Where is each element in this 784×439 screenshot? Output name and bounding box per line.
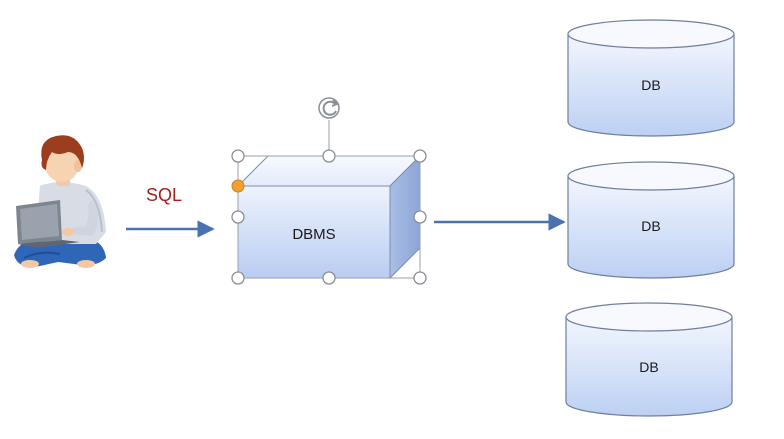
resize-handle-right[interactable]	[413, 210, 427, 224]
database-label: DB	[639, 359, 658, 375]
dbms-label: DBMS	[292, 226, 335, 243]
resize-handle-bottom-left[interactable]	[231, 271, 245, 285]
resize-handle-top-left[interactable]	[231, 149, 245, 163]
person-with-laptop-icon	[14, 135, 106, 268]
database-cylinder-1[interactable]: DB	[567, 19, 735, 137]
resize-handle-top-right[interactable]	[413, 149, 427, 163]
database-label: DB	[641, 218, 660, 234]
database-label: DB	[641, 77, 660, 93]
sql-label: SQL	[146, 185, 182, 205]
adjust-handle[interactable]	[231, 179, 245, 193]
resize-handle-left[interactable]	[231, 210, 245, 224]
dbms-box[interactable]: DBMS	[236, 154, 422, 280]
rotate-handle-icon[interactable]	[318, 97, 340, 119]
resize-handle-top[interactable]	[322, 149, 336, 163]
database-cylinder-2[interactable]: DB	[567, 161, 735, 279]
resize-handle-bottom[interactable]	[322, 271, 336, 285]
database-cylinder-3[interactable]: DB	[565, 302, 733, 417]
resize-handle-bottom-right[interactable]	[413, 271, 427, 285]
